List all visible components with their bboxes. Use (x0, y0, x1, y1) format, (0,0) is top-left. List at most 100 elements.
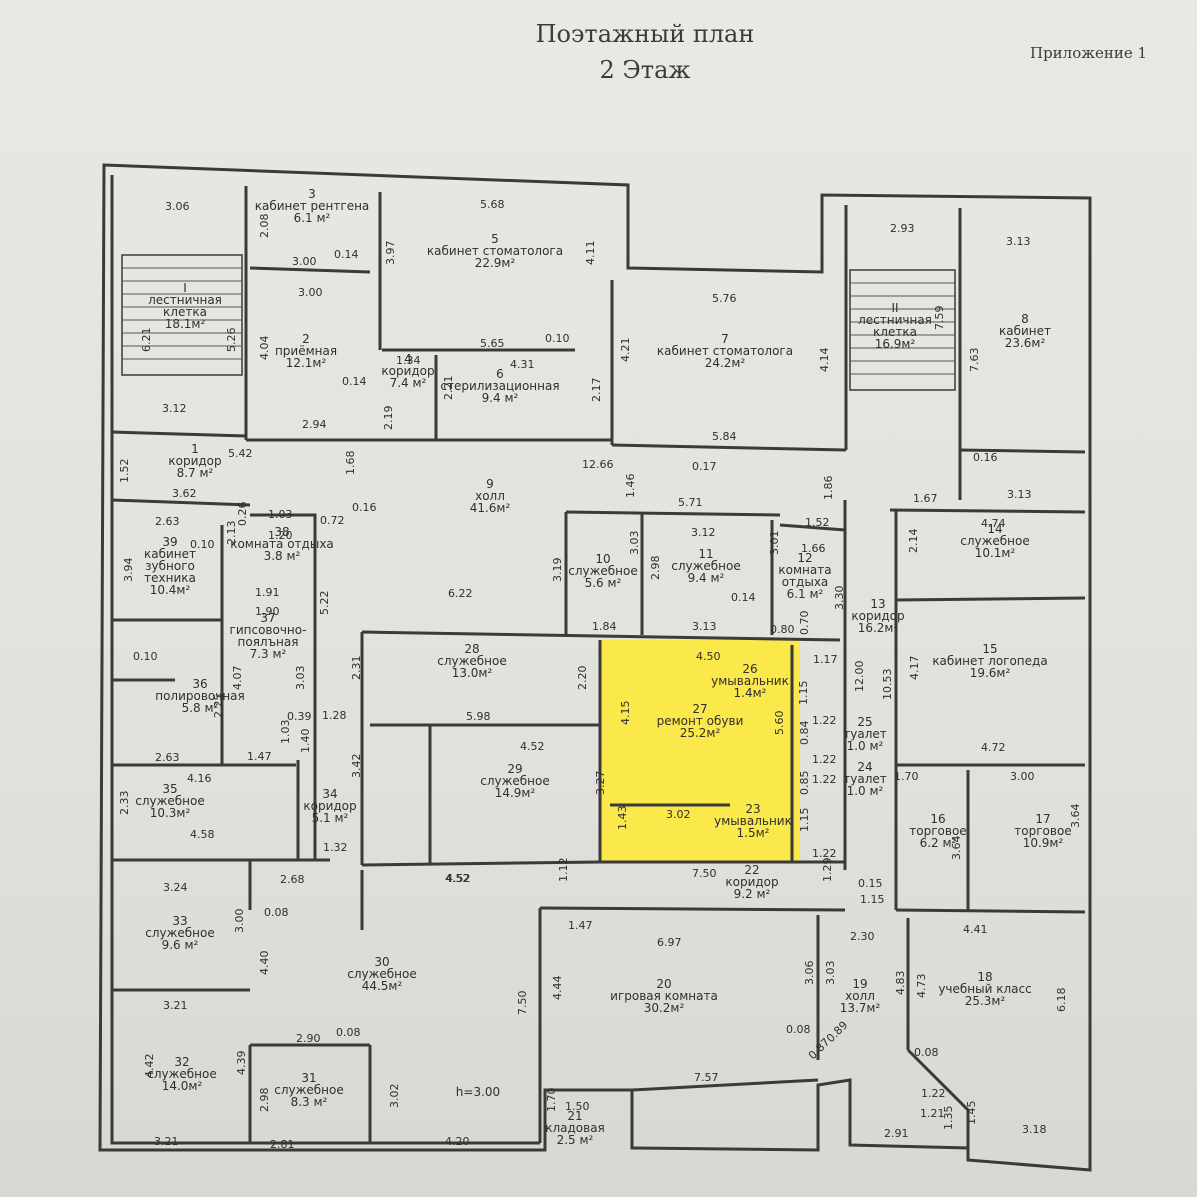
room-label: служебное (568, 564, 638, 578)
dimension-label: 4.52 (445, 872, 470, 885)
room-label: 33 (172, 914, 187, 928)
room-label: 8.7 м² (177, 466, 214, 480)
dimension-label: 0.16 (973, 451, 998, 464)
room-label: 13 (870, 597, 885, 611)
dimension-label: 2.20 (576, 666, 589, 691)
dimension-label: 3.06 (803, 961, 816, 986)
dimension-label: 7.57 (694, 1071, 719, 1084)
room-label: ремонт обуви (657, 714, 744, 728)
room-label: стерилизационная (440, 379, 559, 393)
room-label: техника (144, 571, 196, 585)
dimension-label: 0.08 (786, 1023, 811, 1036)
room-label: клетка (873, 325, 917, 339)
room-label: 6.2 м² (920, 836, 957, 850)
room-label: отдыха (782, 575, 829, 589)
room-label: 4 (404, 352, 412, 366)
room-label: комната отдыха (230, 537, 334, 551)
room-label: коридор (381, 364, 434, 378)
dimension-label: 1.22 (812, 847, 837, 860)
dimension-label: 5.60 (773, 711, 786, 736)
dimension-label: 4.07 (231, 666, 244, 691)
room-label: служебное (145, 926, 215, 940)
dimension-label: 4.44 (551, 976, 564, 1001)
dimension-label: 0.80 (770, 623, 795, 636)
room-label: 6.1 м² (294, 211, 331, 225)
dimension-label: 5.71 (678, 496, 703, 509)
room-label: 10.4м² (150, 583, 191, 597)
dimension-label: 2.31 (350, 656, 363, 681)
room-label: 1.4м² (734, 686, 767, 700)
room-label: служебное (437, 654, 507, 668)
dimension-label: 7.50 (516, 991, 529, 1016)
room-label: 14 (987, 522, 1002, 536)
dimension-label: 3.19 (551, 558, 564, 583)
room-label: 25 (857, 715, 872, 729)
room-label: 9.6 м² (162, 938, 199, 952)
dimension-label: 2.90 (296, 1032, 321, 1045)
dimension-label: 2.25 (212, 694, 225, 719)
dimension-label: 12.66 (582, 458, 614, 471)
room-label: 39 (162, 535, 177, 549)
dimension-label: 3.00 (1010, 770, 1035, 783)
dimension-label: 1.91 (255, 586, 280, 599)
dimension-label: 1.67 (913, 492, 938, 505)
room-label: кабинет (999, 324, 1051, 338)
dimension-label: 4.74 (981, 517, 1006, 530)
dimension-label: 1.03 (279, 720, 292, 745)
dimension-label: 4.20 (445, 1135, 470, 1148)
dimension-label: 3.03 (628, 531, 641, 556)
dimension-label: 0.08 (264, 906, 289, 919)
room-label: коридор (725, 875, 778, 889)
dimension-label: 1.22 (812, 714, 837, 727)
dimension-label: 4.39 (235, 1051, 248, 1076)
room-label: 23 (745, 802, 760, 816)
dimension-label: 4.50 (696, 650, 721, 663)
dimension-label: 2.94 (302, 418, 327, 431)
room-label: 28 (464, 642, 479, 656)
room-label: 31 (301, 1071, 316, 1085)
dimension-label: 3.12 (162, 402, 187, 415)
room-label: 16.9м² (875, 337, 916, 351)
dimension-label: 4.40 (258, 951, 271, 976)
dimension-label: 4.72 (981, 741, 1006, 754)
dimension-label: 7.59 (933, 306, 946, 331)
room-label: 1.0 м² (847, 739, 884, 753)
room-label: служебное (671, 559, 741, 573)
dimension-label: 2.68 (280, 873, 305, 886)
dimension-label: 2.91 (884, 1127, 909, 1140)
dimension-label: 3.18 (1022, 1123, 1047, 1136)
dimension-label: 1.86 (822, 476, 835, 501)
dimension-label: 2.81 (270, 1138, 295, 1151)
room-label: 21 (567, 1109, 582, 1123)
room-label: 19.6м² (970, 666, 1011, 680)
room-label: 5.1 м² (312, 811, 349, 825)
dimension-label: 7.63 (968, 348, 981, 373)
dimension-label: 3.02 (388, 1084, 401, 1109)
room-label: полировочная (155, 689, 245, 703)
room-label: 19 (852, 977, 867, 991)
plan-subtitle: 2 Этаж (599, 56, 691, 84)
room-label: кабинет логопеда (932, 654, 1047, 668)
dimension-label: 3.06 (165, 200, 190, 213)
dimension-label: 4.52 (446, 872, 471, 885)
dimension-label: 1.22 (921, 1087, 946, 1100)
room-label: 17 (1035, 812, 1050, 826)
dimension-label: 3.94 (122, 558, 135, 583)
dimension-label: 4.14 (818, 348, 831, 373)
room-label: II (891, 301, 898, 315)
dimension-label: 5.22 (318, 591, 331, 616)
room-label: лестничная (148, 293, 222, 307)
dimension-label: 0.85 (798, 771, 811, 796)
dimension-label: 3.12 (691, 526, 716, 539)
dimension-label: 0.14 (342, 375, 367, 388)
room-label: 26 (742, 662, 757, 676)
room-label: 24.2м² (705, 356, 746, 370)
